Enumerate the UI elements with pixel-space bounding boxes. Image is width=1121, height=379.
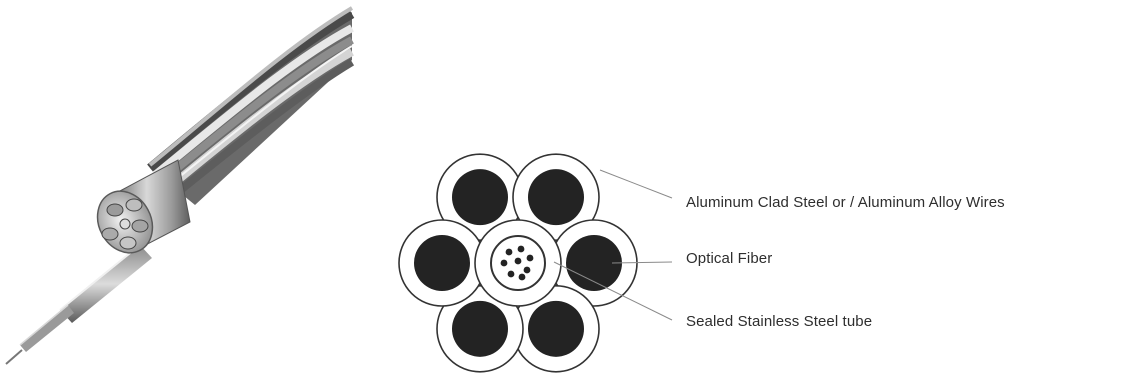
cable-illustration [6, 8, 352, 364]
strand-steel-core [452, 169, 508, 225]
optical-fiber [518, 246, 525, 253]
strand-steel-core [528, 301, 584, 357]
optical-fiber [508, 271, 515, 278]
optical-fiber [527, 255, 534, 262]
optical-fiber [506, 249, 513, 256]
optical-fiber [515, 258, 522, 265]
optical-fiber [519, 274, 526, 281]
strand-steel-core [528, 169, 584, 225]
optical-fiber [524, 267, 531, 274]
clamp-band [87, 160, 190, 262]
label-aluminum-wires: Aluminum Clad Steel or / Aluminum Alloy … [686, 194, 1005, 211]
cross-section-diagram [399, 154, 637, 372]
aluminum-clad-steel-strand [399, 220, 485, 306]
leader-line-wires [600, 170, 672, 198]
strand-steel-core [414, 235, 470, 291]
steel-tube-rod [6, 245, 152, 364]
label-steel-tube: Sealed Stainless Steel tube [686, 313, 872, 330]
strand-steel-core [452, 301, 508, 357]
optical-fiber [501, 260, 508, 267]
label-optical-fiber: Optical Fiber [686, 250, 772, 267]
